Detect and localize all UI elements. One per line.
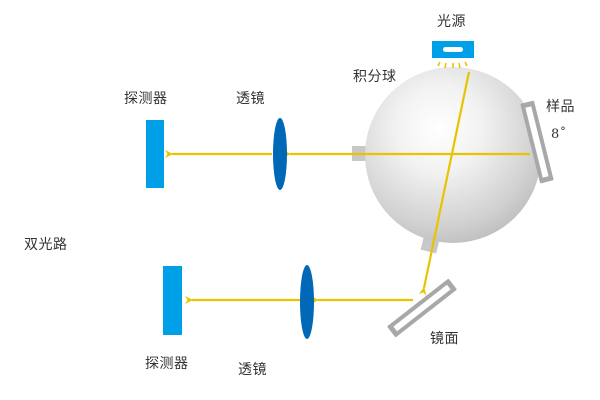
lens-upper	[273, 118, 287, 190]
detector-upper	[146, 120, 164, 188]
light-rays-icon	[437, 61, 468, 69]
integrating-sphere-label: 积分球	[353, 69, 397, 85]
detector-lower	[163, 266, 182, 335]
light-beams	[165, 71, 530, 304]
lens-lower-label: 透镜	[238, 362, 267, 378]
lens-upper-label: 透镜	[236, 91, 265, 107]
mirror	[387, 278, 457, 338]
beam-source-to-mirror	[418, 71, 471, 296]
sample-angle-label: 8˚	[551, 127, 567, 142]
sample-plate	[520, 100, 554, 184]
detector-lower-label: 探测器	[145, 356, 189, 372]
light-source	[432, 41, 474, 69]
lens-lower	[300, 265, 314, 339]
light-source-label: 光源	[437, 14, 466, 30]
detector-upper-label: 探测器	[124, 91, 168, 107]
mirror-label: 镜面	[430, 331, 459, 347]
sample-label: 样品	[546, 99, 575, 115]
diagram-title: 双光路	[24, 237, 68, 253]
